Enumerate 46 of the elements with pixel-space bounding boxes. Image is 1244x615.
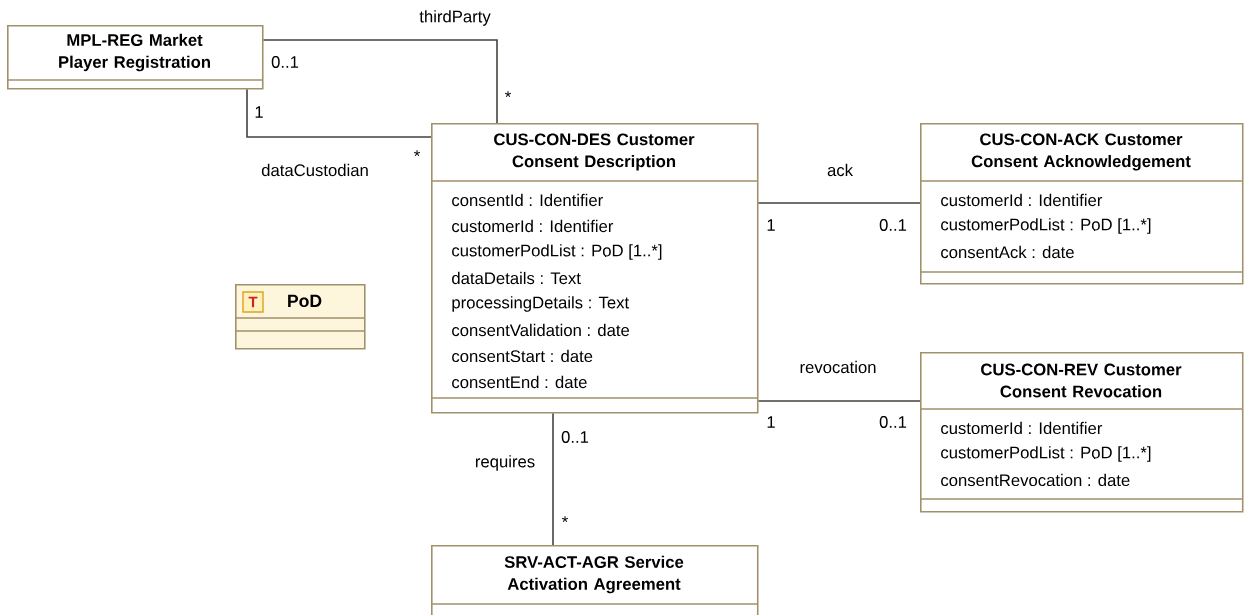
attribute: consentId : Identifier <box>452 193 603 207</box>
class-box <box>919 352 1244 513</box>
attribute: consentValidation : date <box>452 323 630 337</box>
class-name: CUS-CON-REV Customer Consent Revocation <box>981 363 1182 398</box>
class-box <box>6 25 264 90</box>
multiplicity: 0..1 <box>271 56 299 68</box>
attribute: customerId : Identifier <box>941 421 1103 435</box>
attribute: customerId : Identifier <box>941 193 1103 207</box>
association-line <box>552 412 554 546</box>
multiplicity: 0..1 <box>879 219 907 231</box>
role-label: ack <box>827 163 853 177</box>
attribute: consentStart : date <box>452 349 593 363</box>
class-name: PoD <box>288 294 322 308</box>
attribute: customerPodList : PoD [1..*] <box>452 244 662 260</box>
attribute: consentAck : date <box>941 245 1074 259</box>
attribute: processingDetails : Text <box>452 296 630 312</box>
role-label: requires <box>475 455 535 471</box>
multiplicity: * <box>562 516 568 523</box>
role-label: dataCustodian <box>261 163 368 177</box>
multiplicity: 1 <box>767 219 775 231</box>
association-line <box>262 39 498 124</box>
multiplicity: 0..1 <box>879 416 907 428</box>
class-box <box>919 123 1244 285</box>
association-line <box>757 202 921 204</box>
association-line <box>246 88 432 138</box>
class-name: SRV-ACT-AGR Service Activation Agreement <box>504 555 684 594</box>
multiplicity: 1 <box>767 416 775 428</box>
role-label: thirdParty <box>419 10 491 26</box>
class-box <box>430 545 759 615</box>
multiplicity: 0..1 <box>561 431 589 443</box>
attribute: consentEnd : date <box>452 375 587 389</box>
role-label: revocation <box>800 360 876 374</box>
attribute: consentRevocation : date <box>941 473 1130 487</box>
class-name: CUS-CON-ACK Customer Consent Acknowledgement <box>971 133 1191 171</box>
class-name: CUS-CON-DES Customer Consent Description <box>494 133 695 171</box>
class-box <box>430 123 759 414</box>
attribute: dataDetails : Text <box>452 271 581 285</box>
multiplicity: 1 <box>255 106 263 118</box>
multiplicity: * <box>505 91 511 98</box>
attribute: customerId : Identifier <box>452 219 614 233</box>
attribute: customerPodList : PoD [1..*] <box>941 218 1151 234</box>
association-line <box>757 400 921 402</box>
multiplicity: * <box>414 150 420 157</box>
type-box <box>234 284 366 350</box>
attribute: customerPodList : PoD [1..*] <box>941 446 1151 462</box>
class-name: MPL-REG Market Player Registration <box>59 33 210 72</box>
